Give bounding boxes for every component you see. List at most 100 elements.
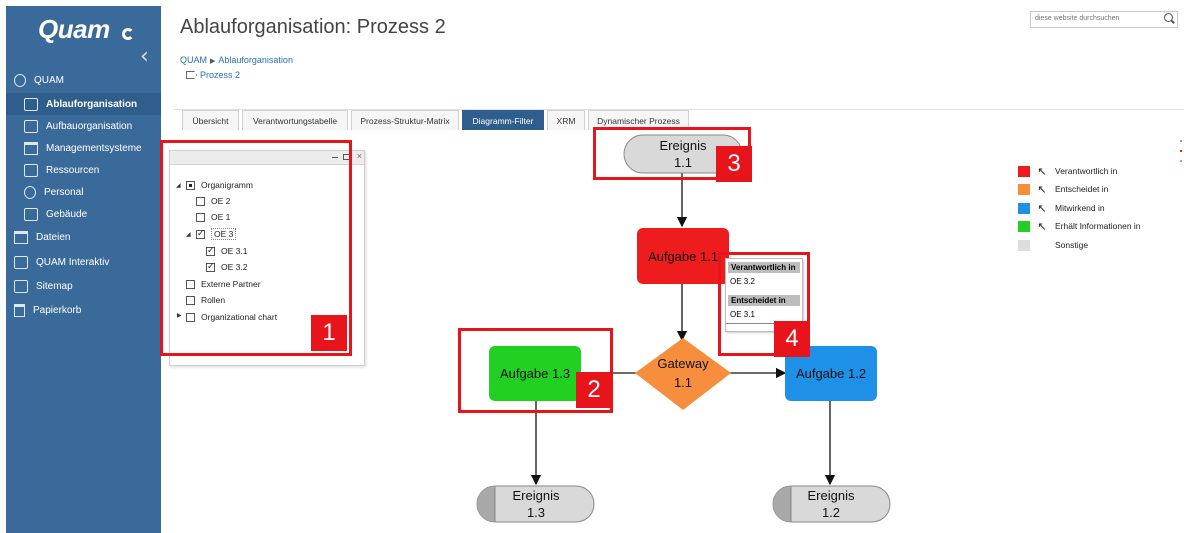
checkbox-partial[interactable] bbox=[186, 180, 195, 190]
checkbox[interactable] bbox=[196, 196, 205, 206]
breadcrumb-sub[interactable]: Prozess 2 bbox=[186, 70, 240, 80]
close-icon[interactable]: × bbox=[356, 151, 362, 161]
checkbox-checked[interactable]: ✓ bbox=[206, 245, 215, 256]
gateway-line2: 1.1 bbox=[674, 375, 692, 390]
breadcrumb-link-ablauforganisation[interactable]: Ablauforganisation bbox=[218, 55, 293, 65]
tree-item-label: OE 3 bbox=[211, 228, 237, 240]
breadcrumb-separator-icon: ▶ bbox=[210, 58, 216, 65]
sidebar-item-managementsysteme[interactable]: Managementsysteme bbox=[6, 137, 161, 159]
legend-swatch-grey bbox=[1018, 239, 1030, 251]
search-input[interactable]: diese website durchsuchen bbox=[1030, 11, 1178, 28]
breadcrumb-link-prozess[interactable]: Prozess 2 bbox=[200, 70, 241, 80]
event-1-1-line2: 1.1 bbox=[674, 155, 692, 170]
sidebar-item-quam-interaktiv[interactable]: QUAM Interaktiv bbox=[6, 251, 161, 273]
cursor-arrow-icon: ↖ bbox=[1037, 201, 1047, 215]
minimize-icon[interactable] bbox=[332, 157, 338, 158]
task-1-2[interactable]: Aufgabe 1.2 bbox=[785, 346, 877, 401]
process-shape-icon bbox=[186, 71, 197, 79]
sidebar-item-label: Managementsysteme bbox=[46, 142, 142, 154]
sidebar-item-papierkorb[interactable]: Papierkorb bbox=[6, 299, 161, 321]
tab-uebersicht[interactable]: Übersicht bbox=[182, 110, 239, 130]
tree-item-oe-1[interactable]: OE 1 bbox=[196, 211, 230, 223]
tab-bar-divider bbox=[174, 109, 1184, 110]
checkbox[interactable] bbox=[186, 279, 195, 289]
checkbox[interactable] bbox=[196, 212, 205, 222]
tree-collapsed-icon[interactable]: ▶ bbox=[177, 313, 182, 319]
event-1-1[interactable]: Ereignis 1.1 bbox=[623, 134, 743, 174]
callout-badge-2: 2 bbox=[576, 372, 612, 408]
tree-item-label: Rollen bbox=[201, 295, 226, 305]
tab-diagramm-filter[interactable]: Diagramm-Filter bbox=[462, 110, 544, 130]
quam-logo[interactable]: Quam bbox=[38, 14, 110, 44]
search-icon[interactable] bbox=[1164, 13, 1173, 22]
sidebar-item-quam[interactable]: QUAM bbox=[6, 69, 161, 91]
tree-item-label: Organizational chart bbox=[201, 312, 278, 322]
event-1-2[interactable]: Ereignis 1.2 bbox=[772, 485, 891, 523]
building-icon bbox=[24, 207, 38, 221]
gateway-1-1[interactable]: Gateway 1.1 bbox=[635, 338, 731, 410]
scroll-indicator bbox=[1180, 140, 1183, 170]
tree-expanded-icon[interactable]: ◢ bbox=[176, 183, 181, 189]
legend-item-entscheidet[interactable]: ↖ Entscheidet in bbox=[1018, 183, 1108, 196]
tree-item-organizational-chart[interactable]: Organizational chart bbox=[186, 311, 277, 323]
collapse-sidebar-icon[interactable]: ‹ bbox=[140, 44, 149, 69]
sidebar-item-ablauforganisation[interactable]: Ablauforganisation bbox=[6, 93, 161, 115]
legend-swatch-green bbox=[1018, 220, 1030, 232]
sidebar-item-sitemap[interactable]: Sitemap bbox=[6, 275, 161, 297]
tab-prozess-struktur-matrix[interactable]: Prozess-Struktur-Matrix bbox=[351, 110, 459, 130]
tooltip-value-verantwortlich: OE 3.2 bbox=[730, 277, 755, 286]
sidebar-item-aufbauorganisation[interactable]: Aufbauorganisation bbox=[6, 115, 161, 137]
tree-item-externe-partner[interactable]: Externe Partner bbox=[186, 278, 261, 290]
sidebar-item-gebaeude[interactable]: Gebäude bbox=[6, 203, 161, 225]
breadcrumb-link-quam[interactable]: QUAM bbox=[180, 55, 207, 65]
tab-xrm[interactable]: XRM bbox=[547, 110, 585, 130]
tooltip-heading-verantwortlich: Verantwortlich in bbox=[728, 262, 800, 273]
callout-badge-4: 4 bbox=[774, 321, 810, 357]
checkbox-checked[interactable]: ✓ bbox=[196, 228, 205, 239]
sidebar-item-label: Personal bbox=[44, 186, 84, 198]
legend-item-sonstige[interactable]: Sonstige bbox=[1018, 239, 1088, 251]
quam-logo-icon bbox=[14, 73, 26, 87]
checkbox[interactable] bbox=[186, 295, 195, 305]
checkbox-checked[interactable]: ✓ bbox=[206, 261, 215, 272]
sidebar-item-label: QUAM bbox=[34, 74, 64, 86]
callout-box-1 bbox=[160, 140, 352, 356]
page-title: Ablauforganisation: Prozess 2 bbox=[180, 16, 446, 38]
tree-item-label: Organigramm bbox=[201, 180, 253, 190]
event-1-3-line1: Ereignis bbox=[513, 488, 560, 503]
tab-dynamischer-prozess[interactable]: Dynamischer Prozess bbox=[588, 110, 689, 130]
legend-item-erhaelt-informationen[interactable]: ↖ Erhält Informationen in bbox=[1018, 220, 1141, 233]
files-icon bbox=[14, 230, 28, 244]
tree-expanded-icon[interactable]: ◢ bbox=[186, 232, 191, 238]
checkbox[interactable] bbox=[186, 312, 195, 322]
sidebar-item-ressourcen[interactable]: Ressourcen bbox=[6, 159, 161, 181]
legend-label: Verantwortlich in bbox=[1055, 166, 1118, 176]
callout-box-2 bbox=[458, 328, 613, 413]
tooltip-value-entscheidet: OE 3.1 bbox=[726, 306, 802, 324]
search-placeholder: diese website durchsuchen bbox=[1035, 15, 1120, 22]
task-1-1[interactable]: Aufgabe 1.1 bbox=[637, 228, 729, 284]
people-icon bbox=[24, 185, 36, 199]
legend-item-mitwirkend[interactable]: ↖ Mitwirkend in bbox=[1018, 201, 1105, 215]
tree-item-rollen[interactable]: Rollen bbox=[186, 294, 225, 306]
task-1-3-label: Aufgabe 1.3 bbox=[500, 366, 570, 381]
sidebar-item-dateien[interactable]: Dateien bbox=[6, 226, 161, 248]
breadcrumb: QUAM▶Ablauforganisation bbox=[180, 55, 293, 65]
tab-verantwortungstabelle[interactable]: Verantwortungstabelle bbox=[242, 110, 348, 130]
legend-item-verantwortlich[interactable]: ↖ Verantwortlich in bbox=[1018, 165, 1118, 178]
task-1-3[interactable]: Aufgabe 1.3 bbox=[489, 346, 581, 401]
event-1-3[interactable]: Ereignis 1.3 bbox=[476, 485, 595, 523]
sidebar-item-label: Gebäude bbox=[46, 208, 88, 220]
tree-item-oe-3[interactable]: ✓ OE 3 bbox=[196, 228, 237, 240]
tree-item-oe-3-1[interactable]: ✓ OE 3.1 bbox=[206, 245, 247, 257]
tree-item-label: OE 3.2 bbox=[221, 262, 248, 272]
sidebar-item-personal[interactable]: Personal bbox=[6, 181, 161, 203]
tree-item-oe-3-2[interactable]: ✓ OE 3.2 bbox=[206, 261, 247, 273]
callout-badge-3: 3 bbox=[716, 146, 752, 182]
event-1-2-line2: 1.2 bbox=[822, 505, 840, 520]
tree-item-label: OE 3.1 bbox=[221, 246, 248, 256]
legend-swatch-orange bbox=[1018, 183, 1030, 195]
tree-item-oe-2[interactable]: OE 2 bbox=[196, 195, 230, 207]
tree-item-organigramm[interactable]: Organigramm bbox=[186, 179, 253, 191]
